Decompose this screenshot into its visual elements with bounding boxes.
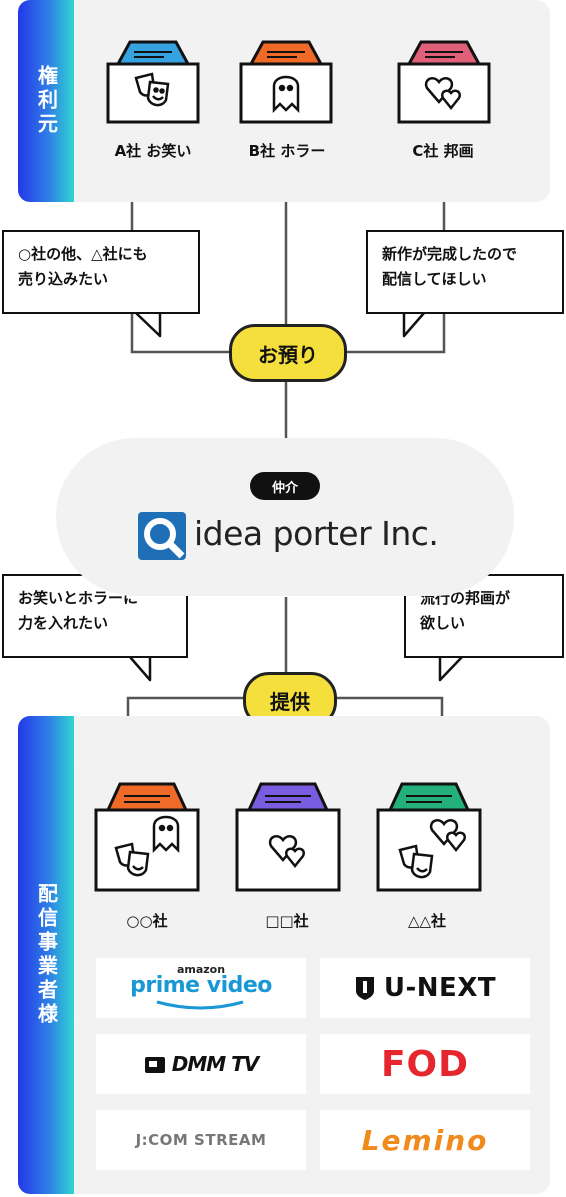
distributor-house-1 xyxy=(94,782,200,892)
u-next-logo-text: U-NEXT xyxy=(383,973,497,1003)
idea-porter-logo-icon xyxy=(138,512,186,560)
rights-holder-house-b xyxy=(239,40,333,124)
rights-holder-label-c: C社 邦画 xyxy=(412,142,474,160)
comedy-masks-icon xyxy=(398,844,434,879)
jcom-stream-logo: J:COM STREAM xyxy=(96,1110,306,1170)
ghost-icon xyxy=(152,815,180,854)
distributor-label-3: △△社 xyxy=(407,912,447,930)
prime-smile-icon xyxy=(156,1000,244,1009)
jcom-stream-logo-text: J:COM STREAM xyxy=(135,1131,267,1149)
rights-holders-side-label: 権利元 xyxy=(18,0,74,202)
distributor-label-1: ○○社 xyxy=(126,912,168,930)
bubble-left-bottom: お笑いとホラーに 力を入れたい xyxy=(2,574,188,658)
ghost-icon xyxy=(272,75,300,114)
distributor-house-2 xyxy=(235,782,341,892)
lemino-logo: Lemino xyxy=(320,1110,530,1170)
distributors-side-label: 配信事業者様 xyxy=(18,716,74,1194)
hearts-icon xyxy=(429,819,466,853)
prime-video-logo-line1: amazon xyxy=(176,962,226,976)
hearts-icon xyxy=(424,77,461,111)
bubble-right-top: 新作が完成したので 配信してほしい xyxy=(366,230,564,314)
fod-logo: FOD xyxy=(320,1034,530,1094)
prime-video-logo-line2: prime video xyxy=(130,972,272,998)
fod-logo-text: FOD xyxy=(380,1043,470,1085)
lemino-logo-text: Lemino xyxy=(361,1123,489,1157)
bubble-left-top: ○社の他、△社にも 売り込みたい xyxy=(2,230,200,314)
comedy-masks-icon xyxy=(114,842,150,877)
hearts-icon xyxy=(268,835,305,869)
comedy-masks-icon xyxy=(134,72,170,107)
rights-holder-label-b: B社 ホラー xyxy=(248,142,326,160)
rights-holder-house-a xyxy=(106,40,200,124)
center-bubble xyxy=(56,438,514,596)
u-next-logo: U-NEXT xyxy=(320,958,530,1018)
distributor-label-2: □□社 xyxy=(265,912,309,930)
rights-holder-label-a: A社 お笑い xyxy=(114,142,192,160)
prime-video-logo: amazon prime video xyxy=(96,958,306,1018)
u-next-shield-icon xyxy=(355,977,374,1000)
intermediary-tag: 仲介 xyxy=(250,472,320,500)
dmm-tv-logo-text: DMM TV xyxy=(171,1052,259,1076)
dmm-tv-logo: DMM TV xyxy=(96,1034,306,1094)
rights-holder-house-c xyxy=(397,40,491,124)
distributor-house-3 xyxy=(376,782,482,892)
deposit-pill: お預り xyxy=(229,324,347,382)
idea-porter-name: idea porter Inc. xyxy=(194,514,439,553)
dmm-tv-icon xyxy=(144,1057,165,1073)
